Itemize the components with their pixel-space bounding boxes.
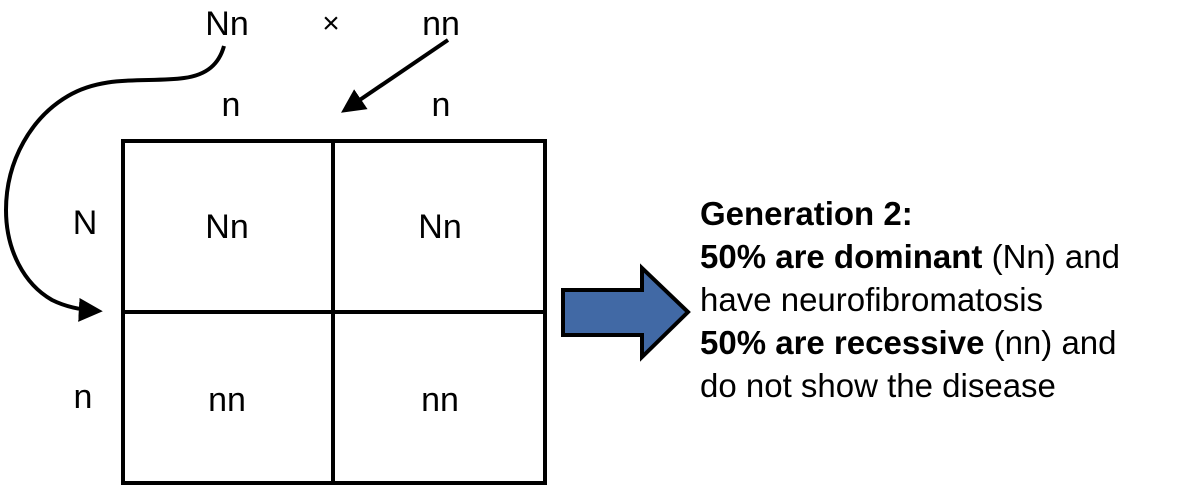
punnett-cell-top-right: Nn (418, 208, 462, 246)
dominant-rest-text: (Nn) and (982, 238, 1120, 275)
recessive-rest-text: (nn) and (984, 324, 1117, 361)
annotation-recessive-line2: do not show the disease (700, 367, 1056, 404)
diagonal-gamete-arrow (341, 38, 450, 113)
annotation-dominant-line: 50% are dominant (Nn) and (700, 235, 1120, 278)
row-gamete-2: n (73, 378, 93, 416)
punnett-cell-top-left: Nn (205, 208, 249, 246)
annotation-heading-text: Generation 2: (700, 195, 913, 232)
generation-2-annotation: Generation 2: 50% are dominant (Nn) and … (700, 192, 1120, 407)
punnett-cell-bottom-right: nn (421, 381, 459, 419)
result-block-arrow-icon (561, 263, 691, 362)
column-gamete-1: n (221, 86, 241, 124)
column-gamete-2: n (431, 86, 451, 124)
annotation-dominant-line2: have neurofibromatosis (700, 281, 1044, 318)
annotation-recessive-line: 50% are recessive (nn) and (700, 321, 1120, 364)
curved-gamete-arrow (3, 45, 226, 322)
cross-symbol: × (322, 7, 340, 40)
row-gamete-1: N (72, 204, 98, 242)
punnett-cell-bottom-left: nn (208, 381, 246, 419)
parent-genotype-left: Nn (205, 5, 249, 43)
annotation-heading: Generation 2: (700, 192, 1120, 235)
recessive-bold-text: 50% are recessive (700, 324, 985, 361)
dominant-bold-text: 50% are dominant (700, 238, 983, 275)
parent-genotype-right: nn (422, 5, 460, 43)
